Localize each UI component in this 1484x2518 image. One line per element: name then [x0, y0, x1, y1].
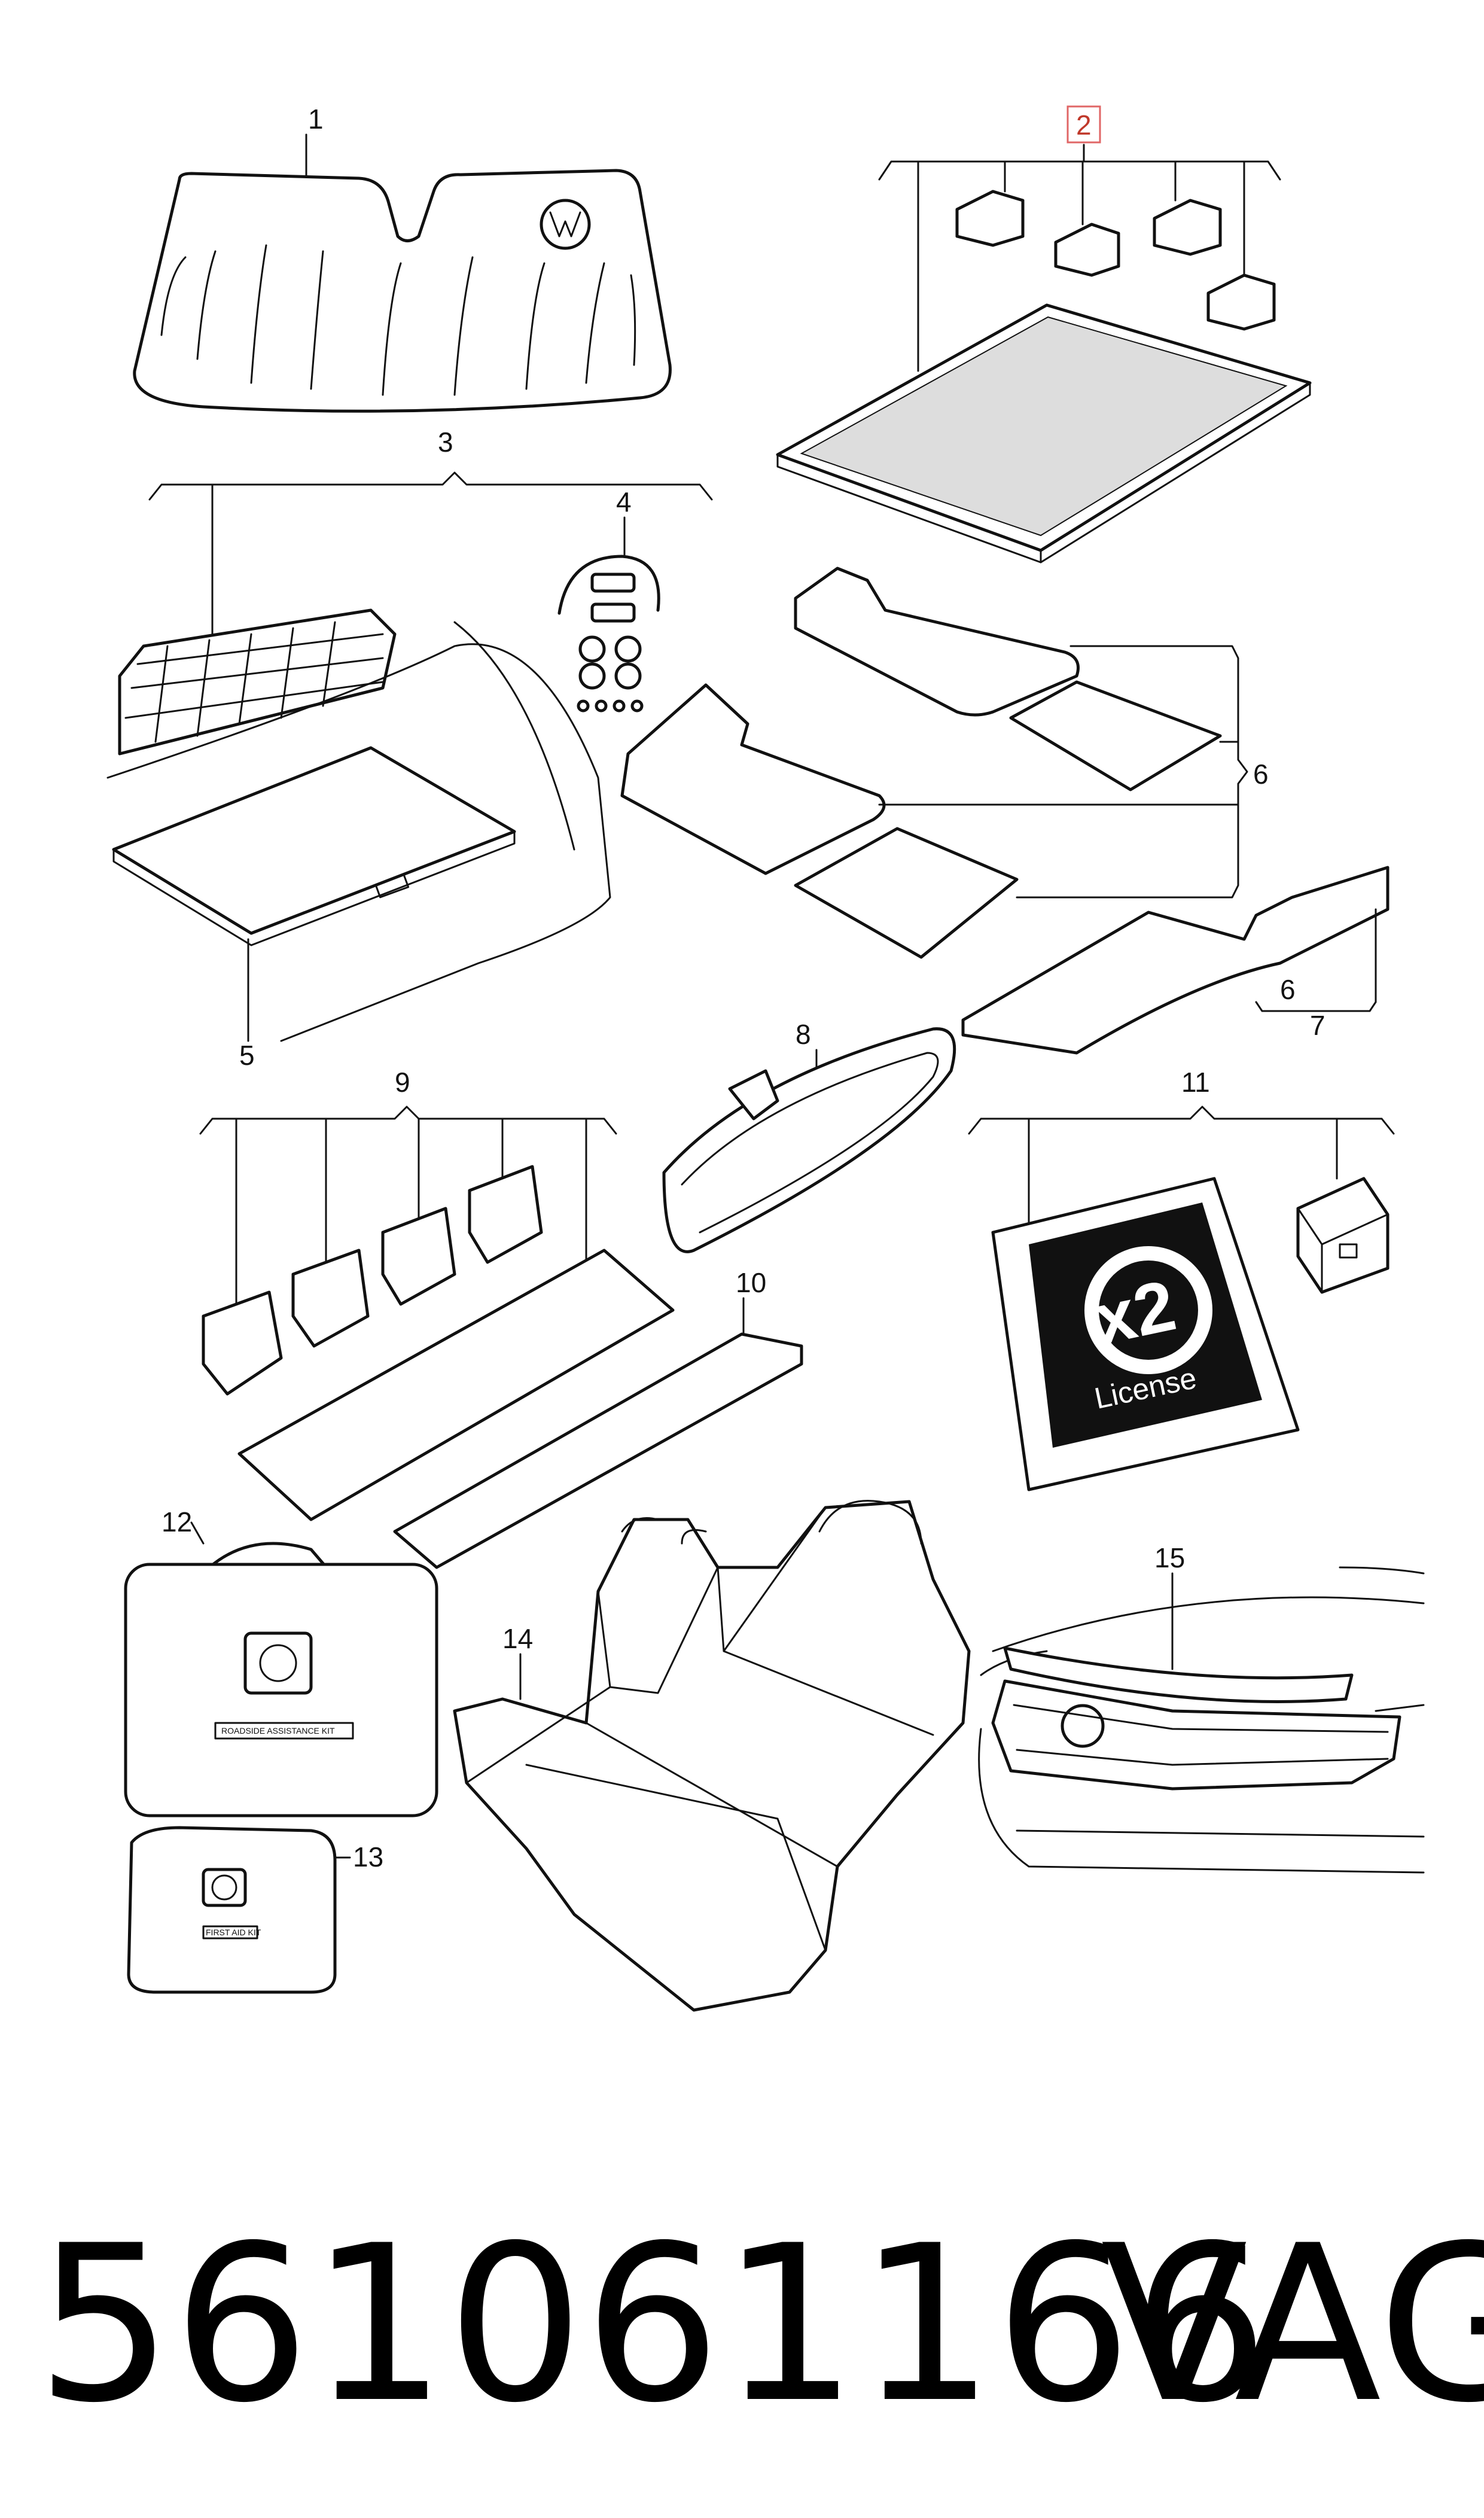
callout-7: 7 [1310, 1010, 1325, 1041]
callout-12: 12 [161, 1506, 192, 1537]
callout-9: 10 [736, 1267, 766, 1298]
callout-1: 1 [308, 103, 324, 135]
callout-8: 9 [395, 1067, 410, 1098]
vw-logo-icon [243, 1631, 313, 1695]
vw-logo-icon [540, 199, 591, 250]
door-cups [202, 1165, 543, 1396]
first-aid-kit: FIRST AID KIT [127, 1826, 337, 1994]
sunshade [133, 169, 672, 413]
license-card: x2 License [991, 1177, 1300, 1491]
callout-4: 4 [616, 486, 632, 517]
first-aid-label: FIRST AID KIT [206, 1928, 261, 1937]
seat-cover [453, 1500, 971, 2012]
highlight-box [1066, 105, 1101, 144]
callout-6b: 6 [1280, 974, 1296, 1005]
control-module [1296, 1177, 1389, 1294]
callout-14: 14 [502, 1623, 533, 1654]
callout-11: 11 [1181, 1067, 1210, 1098]
roadside-kit: ROADSIDE ASSISTANCE KIT [124, 1542, 438, 1817]
corner-blocks [917, 160, 1276, 372]
callout-10: 8 [796, 1019, 811, 1050]
callout-15: 15 [1154, 1542, 1185, 1573]
floor-mats [620, 567, 1389, 1055]
license-multiplier: x2 [1087, 1265, 1182, 1360]
cargo-net [118, 608, 397, 756]
rearview-mirror [662, 1027, 956, 1253]
hood-deflector [978, 1566, 1425, 1874]
sill-plates [237, 1249, 803, 1569]
roadside-kit-label: ROADSIDE ASSISTANCE KIT [221, 1726, 335, 1735]
callout-3: 3 [438, 427, 453, 458]
brand-label: VAG [1101, 2199, 1484, 2450]
vw-logo-icon [1061, 1704, 1105, 1748]
vw-logo-icon [202, 1868, 247, 1907]
callout-2: 2 [1076, 109, 1092, 141]
callout-5: 5 [239, 1040, 255, 1071]
rubber-mat [776, 303, 1312, 564]
callout-6a: 6 [1253, 759, 1269, 790]
part-number: 561061166 [36, 2199, 1269, 2450]
mounting-clips [557, 555, 660, 713]
cargo-cover [112, 746, 516, 946]
callout-13: 13 [353, 1841, 383, 1872]
